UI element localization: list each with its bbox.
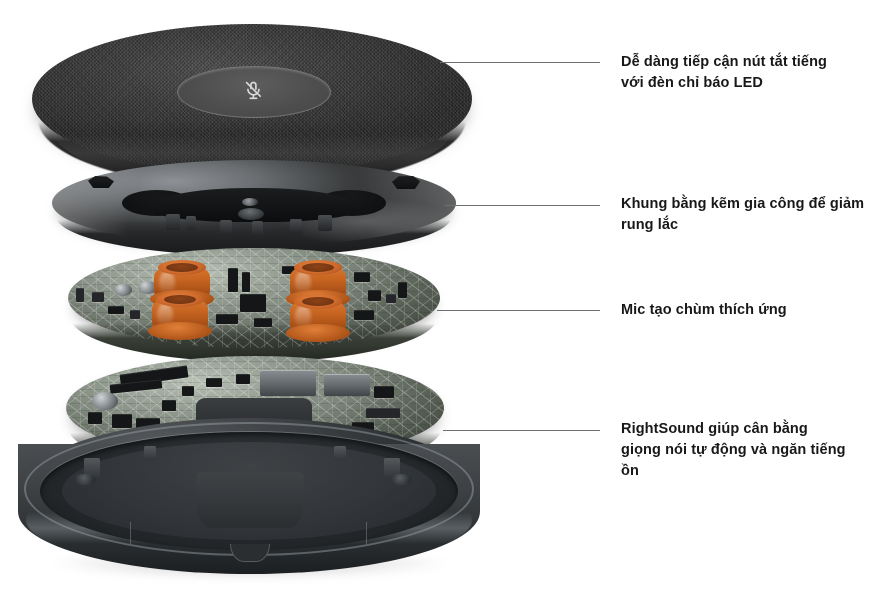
main-pcb-chip-1	[88, 412, 102, 424]
base-clip-1	[144, 446, 156, 460]
mic-pcb-chip-2	[108, 306, 124, 314]
callout-beamforming-mic: Mic tạo chùm thích ứng	[621, 302, 787, 318]
frame-tab-2	[186, 216, 196, 230]
layer-zinc-frame	[52, 160, 456, 266]
main-pcb-chip-7	[206, 378, 222, 387]
main-pcb-shield-can-2	[324, 374, 370, 396]
frame-tab-3	[220, 220, 232, 235]
base-boss-left	[74, 474, 96, 485]
mic-pcb-chip-12	[354, 272, 370, 282]
callout-zinc-frame: Khung bằng kẽm gia công để giảm rung lắc	[621, 196, 865, 233]
frame-center-boss	[238, 208, 264, 220]
frame-notch-left	[88, 176, 114, 188]
layer-mic-pcb	[68, 248, 440, 364]
mic-capsule-gloss	[295, 305, 311, 329]
main-pcb-chip-8	[236, 374, 250, 384]
base-seam-left	[130, 522, 131, 544]
mic-capsule-port	[302, 297, 334, 306]
base-center-boss	[196, 472, 304, 528]
base-boss-right	[390, 474, 412, 485]
mic-pcb-chip-17	[76, 288, 84, 302]
mic-pcb-capacitor-1	[114, 284, 132, 296]
frame-tab-1	[166, 214, 180, 230]
frame-screw-boss	[242, 198, 258, 206]
main-pcb-chip-5	[162, 400, 176, 411]
mic-pcb-chip-5	[228, 268, 238, 292]
mute-button-plate[interactable]	[177, 66, 331, 118]
mic-pcb-chip-15	[354, 310, 374, 320]
base-clip-2	[334, 446, 346, 460]
frame-tab-5	[290, 219, 302, 234]
leader-line-mute-button	[440, 62, 600, 63]
mic-pcb-chip-14	[386, 294, 396, 303]
main-pcb-chip-9	[374, 386, 394, 398]
mic-pcb-chip-9	[254, 318, 272, 327]
callout-rightsound: RightSound giúp cân bằng giọng nói tự độ…	[621, 421, 846, 479]
mic-pcb-chip-16	[398, 282, 407, 298]
leader-line-zinc-frame	[445, 205, 600, 206]
mic-pcb-chip-7	[240, 294, 266, 312]
base-post-left	[84, 458, 100, 478]
frame-notch-right	[392, 176, 420, 189]
main-pcb-electrolytic-cap	[92, 392, 118, 410]
frame-tab-6	[318, 215, 332, 231]
mic-capsule-port	[302, 263, 334, 272]
mic-capsule-flange	[148, 322, 212, 340]
main-pcb-chip-6	[182, 386, 194, 396]
leader-line-mic	[437, 310, 600, 311]
callout-mute-button: Dễ dàng tiếp cận nút tắt tiếng với đèn c…	[621, 54, 828, 91]
mic-capsule-gloss	[157, 303, 173, 327]
mic-capsule-flange	[286, 324, 350, 342]
frame-tab-4	[252, 221, 263, 236]
base-seam-right	[366, 522, 367, 544]
mic-pcb-chip-1	[92, 292, 104, 302]
mic-capsule-gloss	[159, 271, 175, 295]
mic-capsule-port	[166, 263, 198, 272]
mic-capsule-port	[164, 295, 196, 304]
layer-base-housing	[18, 418, 488, 586]
main-pcb-chip-10	[366, 408, 400, 418]
mic-pcb-capacitor-2	[138, 281, 157, 294]
mic-pcb-chip-8	[216, 314, 238, 324]
mic-pcb-chip-13	[368, 290, 381, 301]
layer-fabric-cover	[32, 24, 472, 190]
leader-line-rightsound	[443, 430, 600, 431]
mic-pcb-chip-3	[130, 310, 140, 319]
microphone-mute-icon[interactable]	[239, 80, 265, 102]
main-pcb-chip-2	[112, 414, 132, 428]
base-post-right	[384, 458, 400, 478]
product-exploded-view	[18, 24, 488, 586]
mic-pcb-chip-6	[242, 272, 250, 292]
main-pcb-shield-can-1	[260, 370, 316, 396]
mic-capsule-gloss	[295, 271, 311, 295]
